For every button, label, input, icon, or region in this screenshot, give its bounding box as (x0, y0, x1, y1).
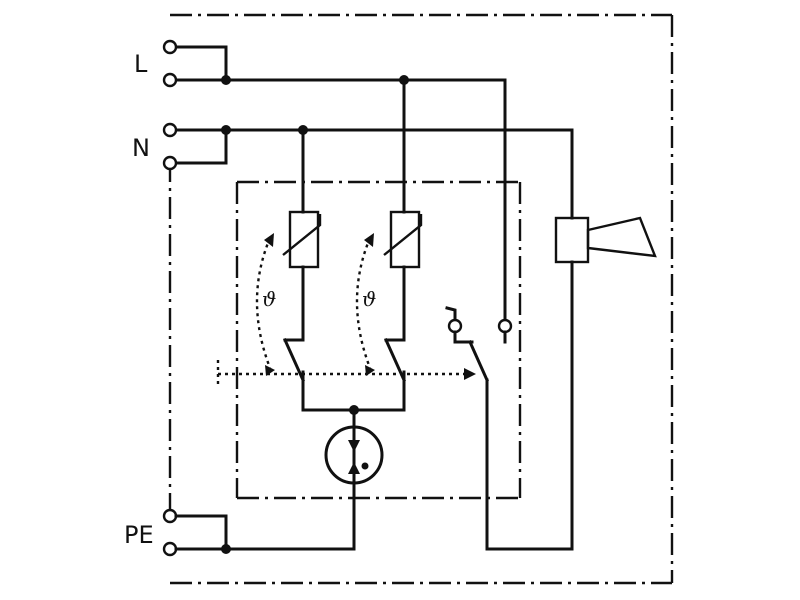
inner-module-enclosure (235, 180, 522, 500)
terminal-L1 (162, 39, 178, 55)
label-N: N (132, 134, 150, 162)
label-L: L (134, 50, 148, 78)
terminal-L2 (162, 72, 178, 88)
pe-bus (174, 480, 356, 554)
switch-contact-alarm (445, 306, 513, 382)
alarm-return-path (485, 260, 574, 551)
terminal-N2 (162, 155, 178, 171)
neutral-bus (174, 125, 574, 220)
terminal-PE2 (162, 541, 178, 557)
theta-symbol-right: ϑ (362, 287, 376, 311)
theta-symbol-left: ϑ (262, 287, 276, 311)
horn-alarm-icon (554, 216, 657, 264)
thermistor-right (383, 210, 423, 342)
line-bus (174, 45, 507, 322)
sensor-bridge (301, 405, 406, 430)
thermal-coupling-left: ϑ (255, 233, 276, 376)
mechanical-link (216, 360, 476, 388)
outer-enclosure (168, 13, 674, 585)
thermal-coupling-right: ϑ (355, 233, 376, 376)
thermistor-left (282, 210, 322, 342)
test-sensor (324, 425, 384, 485)
label-PE: PE (124, 521, 154, 549)
switch-contact-left (283, 338, 305, 412)
terminal-N1 (162, 122, 178, 138)
terminal-PE1 (162, 508, 178, 524)
